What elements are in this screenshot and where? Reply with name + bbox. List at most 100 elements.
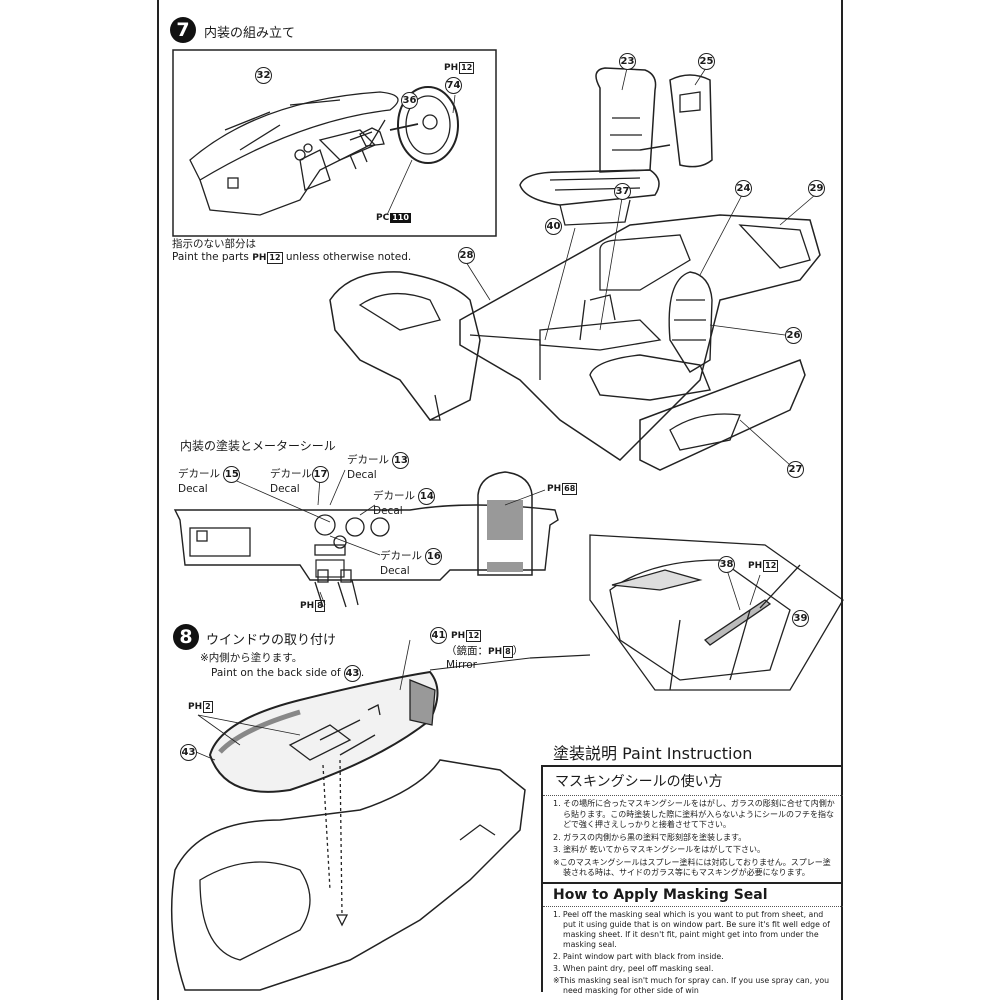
note-text: Paint the parts xyxy=(172,251,249,263)
step-text: ※This masking seal isn't much for spray … xyxy=(553,975,830,995)
decal-label-jp: デカール xyxy=(347,454,389,466)
part-40-label: 40 xyxy=(545,218,562,235)
decal-label-jp: デカール xyxy=(270,468,312,480)
part-38-label: 38 xyxy=(718,556,735,573)
mirror-en: Mirror xyxy=(446,659,477,671)
decal-label-en: Decal xyxy=(373,505,403,517)
decal-label-en: Decal xyxy=(270,483,300,495)
paint-prefix: PH xyxy=(444,63,459,73)
step-text: 2. ガラスの内側から黒の塗料で彫刻部を塗装します。 xyxy=(553,832,747,842)
decal-label-en: Decal xyxy=(380,565,410,577)
part-37-label: 37 xyxy=(614,183,631,200)
step-7-badge: 7 xyxy=(170,17,196,43)
dashboard-drawing xyxy=(189,91,399,216)
meter-dashboard-drawing xyxy=(173,469,559,608)
window-body-drawing xyxy=(170,657,531,991)
step-text: 1. Peel off the masking seal which is yo… xyxy=(553,909,830,949)
masking-steps-jp: 1. その場所に合ったマスキングシールをはがし、ガラスの彫刻に合せて内側から貼り… xyxy=(543,799,843,879)
seat-paint-pattern-drawing xyxy=(477,471,546,576)
part-39-label: 39 xyxy=(792,610,809,627)
decal-label-jp: デカール xyxy=(178,468,220,480)
mirror-jp: （鏡面： xyxy=(446,645,488,657)
part-number: 43 xyxy=(343,665,361,682)
mirror-jp: ） xyxy=(512,645,524,657)
part-24-label: 24 xyxy=(735,180,752,197)
step-text: 1. その場所に合ったマスキングシールをはがし、ガラスの彫刻に合せて内側から貼り… xyxy=(553,799,835,829)
part-36-label: 36 xyxy=(401,92,418,109)
paint-instruction-box: マスキングシールの使い方 1. その場所に合ったマスキングシールをはがし、ガラス… xyxy=(541,765,843,995)
part-23-label: 23 xyxy=(619,53,636,70)
paint-code: 68 xyxy=(562,483,578,495)
decal-number: 17 xyxy=(312,466,329,483)
decal-number: 16 xyxy=(425,548,443,565)
window-inset-drawing xyxy=(529,534,844,691)
interior-tub-drawing xyxy=(329,214,821,471)
decal-number: 13 xyxy=(392,452,410,469)
decal-label-en: Decal xyxy=(347,469,377,481)
decals-title: 内装の塗装とメーターシール xyxy=(180,439,336,453)
page-border-right xyxy=(841,0,843,1000)
part-41-label: 41 xyxy=(430,627,447,644)
divider xyxy=(543,905,843,907)
decal-label-jp: デカール xyxy=(380,550,422,562)
steering-wheel-drawing xyxy=(349,86,459,216)
paint-prefix: PH xyxy=(252,253,267,263)
part-28-label: 28 xyxy=(458,247,475,264)
step-text: ※このマスキングシールはスプレー塗料には対応しておりません。スプレー塗装される時… xyxy=(553,857,831,878)
step-8-note-jp: ※内側から塗ります。 xyxy=(200,652,303,664)
paint-code: 12 xyxy=(763,560,779,572)
masking-steps-en: 1. Peel off the masking seal which is yo… xyxy=(543,910,843,996)
paint-code: 12 xyxy=(459,62,475,74)
divider xyxy=(543,881,843,884)
divider xyxy=(543,795,843,796)
part-74-label: 74 xyxy=(445,77,462,94)
masking-heading-en: How to Apply Masking Seal xyxy=(553,886,768,903)
default-paint-note-jp: 指示のない部分は xyxy=(172,238,256,250)
part-32-label: 32 xyxy=(255,67,272,84)
step-text: 3. 塗料が 乾いてからマスキングシールをはがして下さい。 xyxy=(553,845,765,854)
step-text: 3. When paint dry, peel off masking seal… xyxy=(553,963,714,973)
part-27-label: 27 xyxy=(787,461,804,478)
paint-prefix: PH xyxy=(300,601,315,611)
part-26-label: 26 xyxy=(785,327,802,344)
paint-code: 8 xyxy=(503,646,513,658)
decal-label-jp: デカール xyxy=(373,490,415,502)
paint-prefix: PH xyxy=(547,484,562,494)
page-border-left xyxy=(157,0,159,1000)
part-25-label: 25 xyxy=(698,53,715,70)
step-text: 2. Paint window part with black from ins… xyxy=(553,951,724,961)
seat-23-25-drawing xyxy=(519,67,713,226)
paint-prefix: PH xyxy=(451,631,466,641)
decal-number: 14 xyxy=(418,488,436,505)
part-29-label: 29 xyxy=(808,180,825,197)
paint-prefix: PH xyxy=(488,647,503,657)
step-8-title: ウインドウの取り付け xyxy=(206,633,337,648)
paint-prefix: PH xyxy=(748,561,763,571)
step-8-note-en: Paint on the back side of 43. xyxy=(211,665,364,682)
paint-code: 2 xyxy=(203,701,213,713)
note-text: unless otherwise noted. xyxy=(285,251,412,263)
decal-number: 15 xyxy=(223,466,241,483)
part-43-label: 43 xyxy=(180,744,197,761)
decal-label-en: Decal xyxy=(178,483,208,495)
paint-instruction-title: 塗装説明 Paint Instruction xyxy=(553,744,753,763)
note-text: Paint on the back side of xyxy=(211,667,341,679)
paint-prefix: PC xyxy=(376,213,390,223)
paint-code: 12 xyxy=(466,630,482,642)
step-8-badge: 8 xyxy=(173,624,199,650)
paint-prefix: PH xyxy=(188,702,203,712)
paint-code: 12 xyxy=(267,252,283,264)
